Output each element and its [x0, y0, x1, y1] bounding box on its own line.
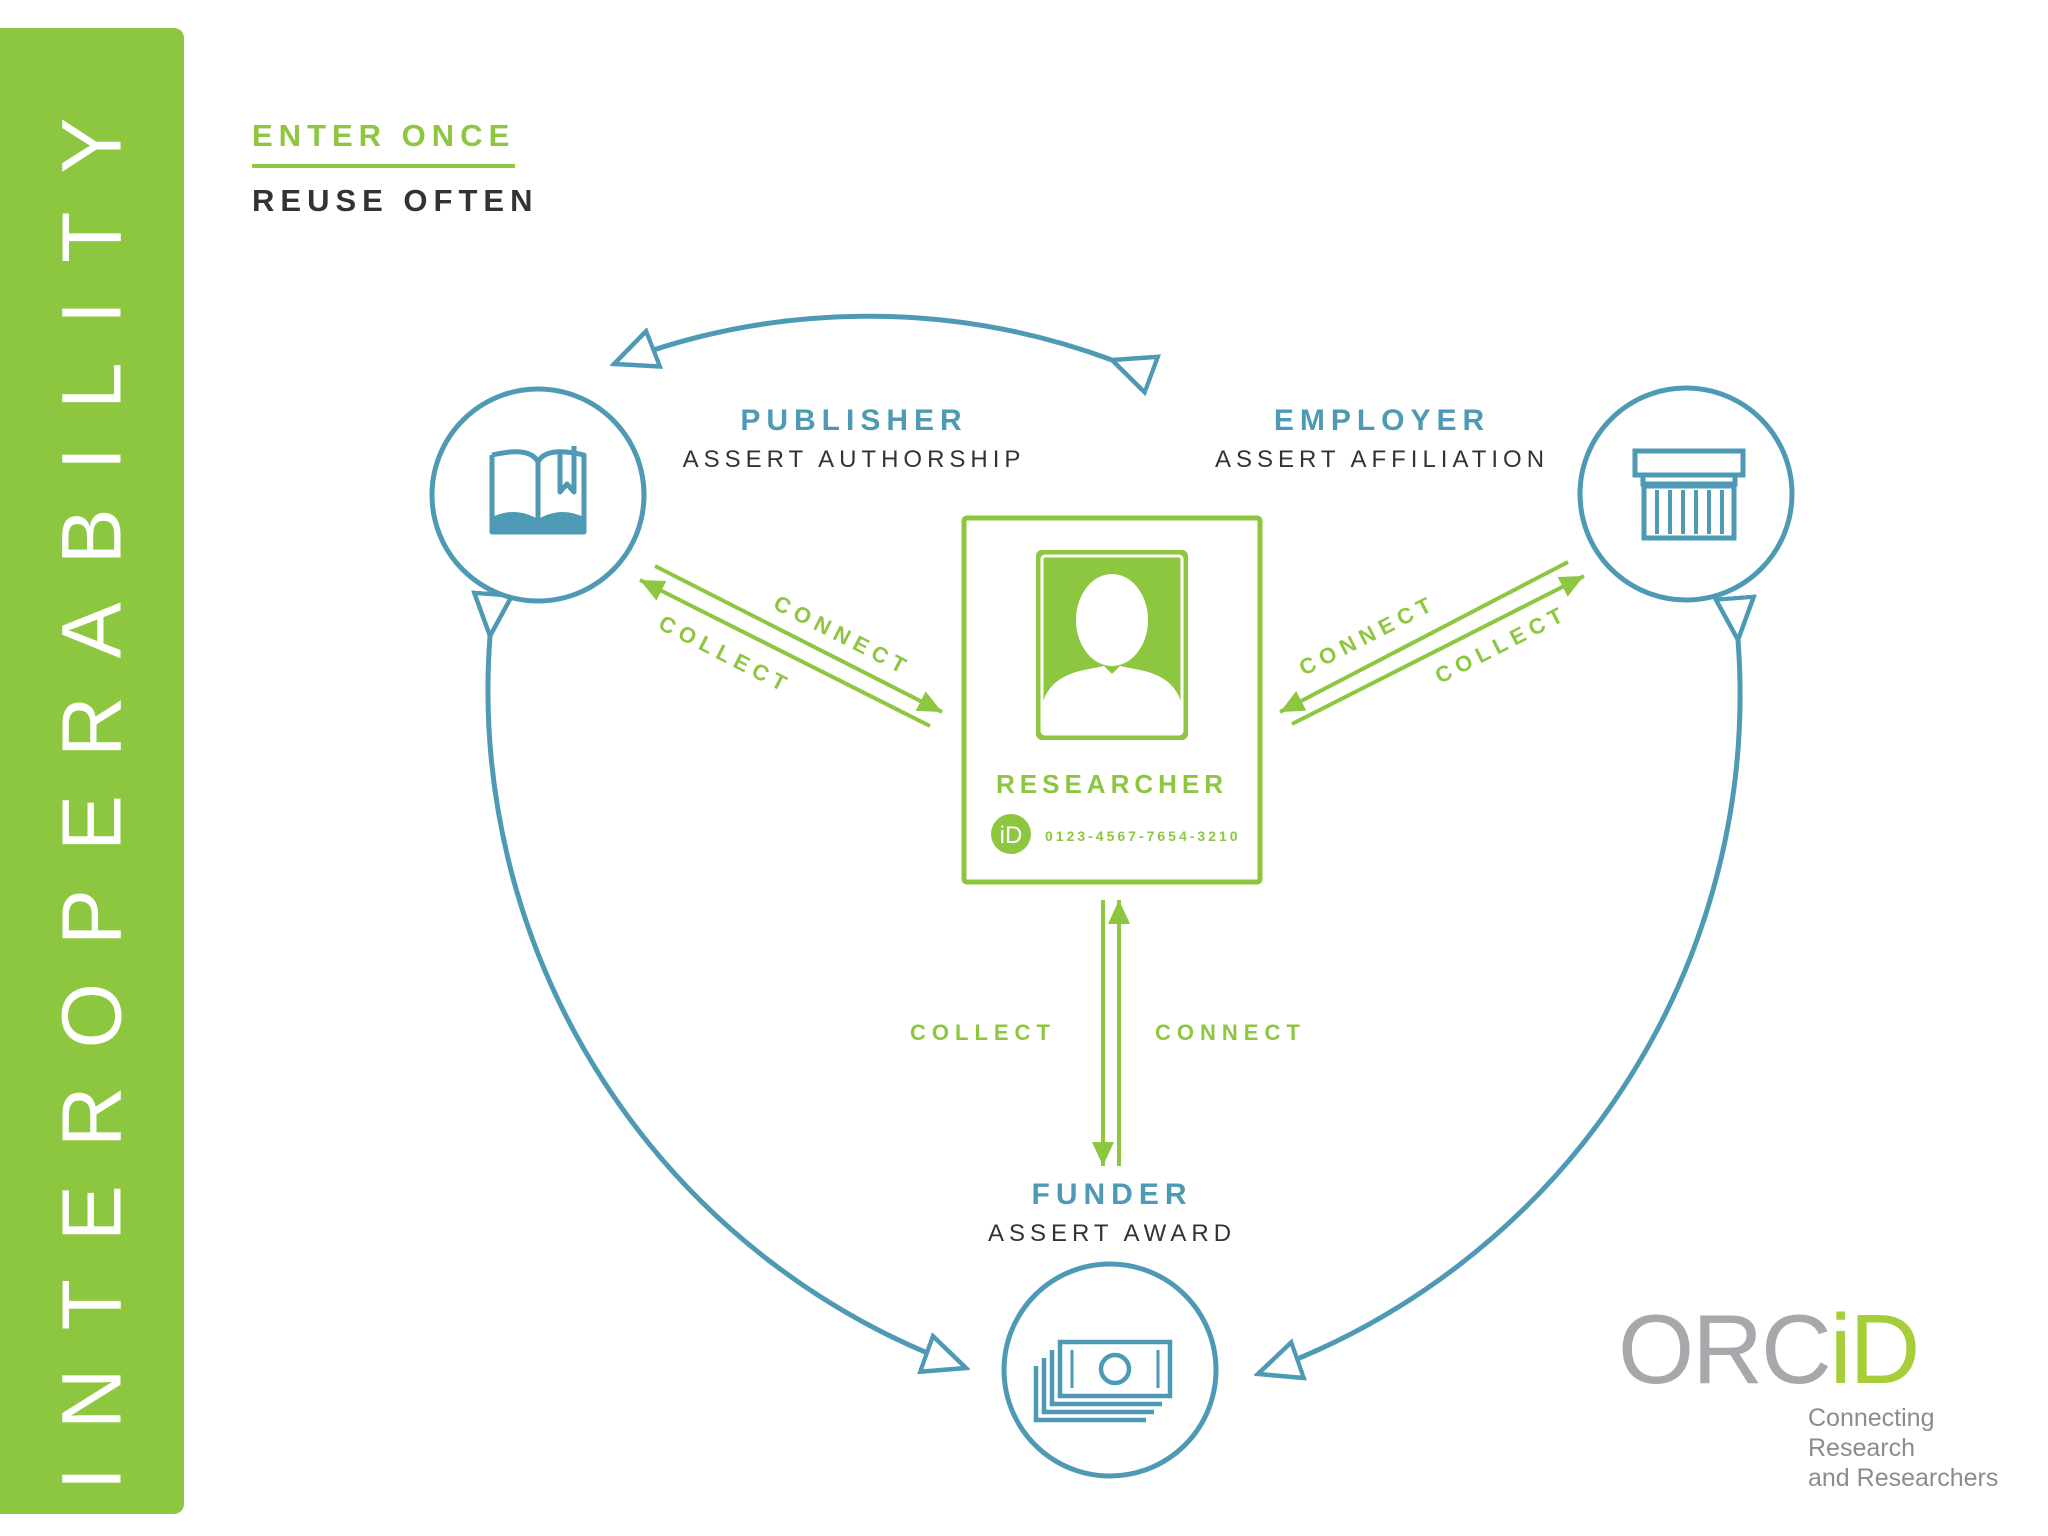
- avatar-body: [1042, 666, 1182, 734]
- funder-node: [1001, 1261, 1219, 1479]
- sidebar-banner: INTEROPERABILITY: [0, 28, 184, 1514]
- orcid-badge-icon: [991, 814, 1031, 854]
- arc-publisher-funder: [488, 636, 966, 1368]
- arc-employer-funder: [1258, 640, 1740, 1374]
- publisher-role: ASSERT AUTHORSHIP: [682, 446, 1026, 473]
- outer-cycle-arcs: [488, 313, 1740, 1374]
- researcher-orcid-id: 0123-4567-7654-3210: [1045, 828, 1241, 844]
- connect-arrow-employer: [1279, 560, 1569, 714]
- employer-node: [1577, 385, 1795, 603]
- orcid-tagline-line1: Connecting Research: [1808, 1404, 1935, 1462]
- researcher-card: RESEARCHER iD 0123-4567-7654-3210: [961, 515, 1263, 885]
- funder-role: ASSERT AWARD: [987, 1220, 1237, 1247]
- institution-building-icon: [1632, 448, 1746, 541]
- collect-arrow-employer: [1291, 574, 1585, 726]
- publisher-caption: PUBLISHER ASSERT AUTHORSHIP: [676, 404, 1032, 474]
- green-link-arrows: [639, 560, 1585, 1166]
- money-stack-icon: [1033, 1339, 1173, 1423]
- orcid-tagline: Connecting Research and Researchers: [1808, 1403, 2048, 1493]
- funder-name: FUNDER: [1031, 1178, 1193, 1211]
- publisher-name: PUBLISHER: [740, 404, 968, 437]
- employer-name: EMPLOYER: [1273, 404, 1491, 437]
- orcid-tagline-line2: and Researchers: [1808, 1464, 1999, 1492]
- connect-arrow-publisher: [654, 564, 943, 714]
- employer-role: ASSERT AFFILIATION: [1214, 446, 1550, 473]
- researcher-label: RESEARCHER: [996, 769, 1228, 799]
- connect-label-funder: CONNECT: [1155, 1020, 1306, 1045]
- open-book-icon: [489, 446, 587, 535]
- reuse-often-label: REUSE OFTEN: [252, 183, 539, 218]
- logo-orc: ORC: [1618, 1294, 1832, 1404]
- logo-id: iD: [1829, 1294, 1921, 1404]
- employer-caption: EMPLOYER ASSERT AFFILIATION: [1200, 404, 1564, 474]
- arc-publisher-employer: [614, 313, 1112, 364]
- orcid-logo: ORCiD: [1618, 1300, 1920, 1398]
- avatar-head: [1076, 574, 1148, 666]
- funder-caption: FUNDER ASSERT AWARD: [960, 1178, 1264, 1248]
- publisher-node: [429, 386, 647, 604]
- enter-once-label: ENTER ONCE: [252, 118, 516, 168]
- orcid-badge-text: iD: [1000, 822, 1023, 849]
- collect-arrow-publisher: [639, 578, 931, 728]
- collect-label-funder: COLLECT: [910, 1020, 1056, 1045]
